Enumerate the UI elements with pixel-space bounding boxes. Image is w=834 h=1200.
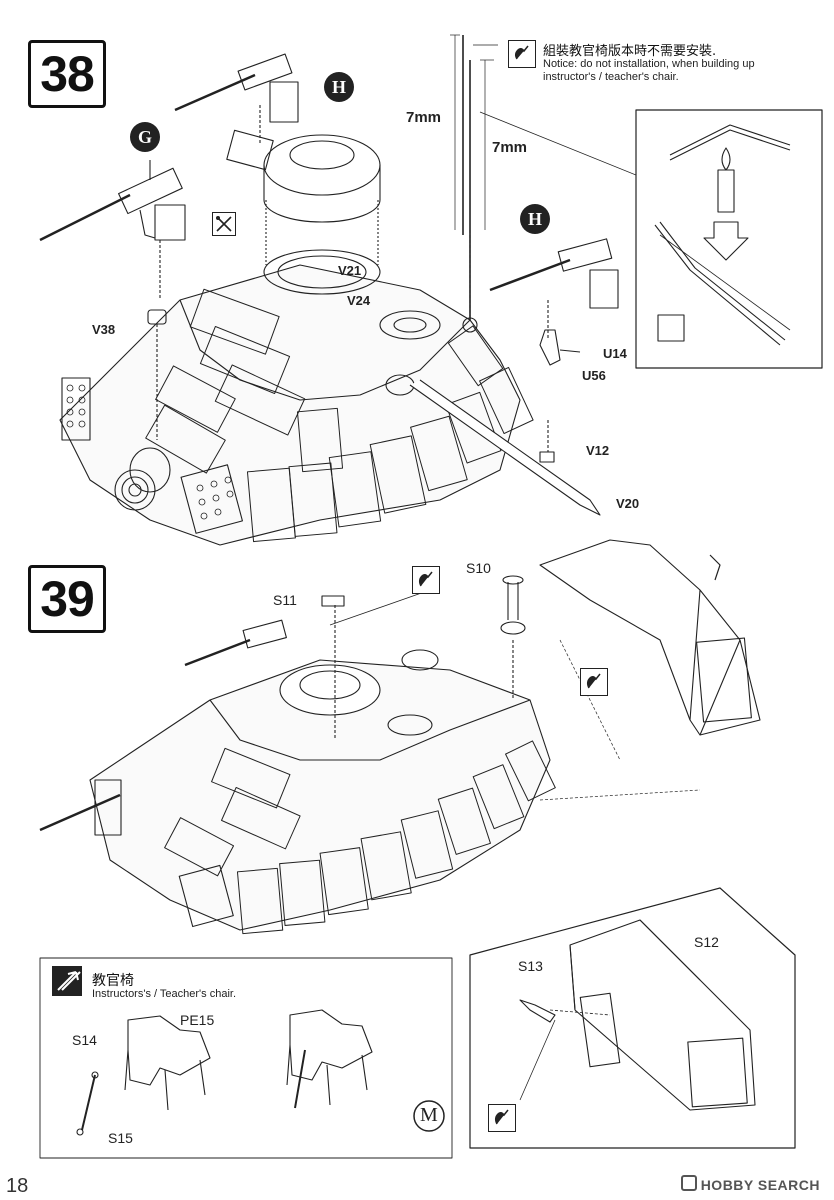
- glue-icon: [508, 40, 536, 68]
- watermark-icon: [680, 1175, 697, 1191]
- cut-detail-inset: [479, 109, 823, 369]
- notice-zh: 組裝教官椅版本時不需要安裝.: [543, 44, 717, 59]
- glue-icon-s39-top: [412, 566, 440, 594]
- chair-title-en: Instructors's / Teacher's chair.: [92, 988, 236, 1000]
- chair-title-icon: [52, 966, 82, 996]
- s10-part: [500, 575, 526, 700]
- part-s13: S13: [518, 958, 543, 974]
- step-38-box: 38: [28, 40, 106, 108]
- part-v20: V20: [616, 496, 640, 511]
- part-s11: S11: [273, 592, 297, 608]
- s12-bin: [539, 539, 761, 801]
- dim-7mm-1: 7mm: [406, 109, 442, 126]
- cut-icon: [212, 212, 236, 236]
- watermark-text: HOBBY SEARCH: [700, 1177, 820, 1193]
- mg-h-right: [489, 238, 619, 340]
- part-pe15: PE15: [180, 1012, 215, 1028]
- mg-g: [39, 160, 186, 300]
- step-39-number: 39: [40, 571, 95, 627]
- callout-g: G: [130, 122, 160, 152]
- part-s12: S12: [694, 934, 719, 950]
- part-v12: V12: [586, 443, 610, 458]
- notice-en-line2: instructor's / teacher's chair.: [543, 71, 679, 83]
- callout-h-right: H: [520, 204, 550, 234]
- step-39-box: 39: [28, 565, 106, 633]
- part-s14: S14: [72, 1032, 97, 1048]
- step-38-number: 38: [40, 46, 95, 102]
- option-marker-m: M: [420, 1104, 438, 1126]
- part-u14: U14: [603, 346, 627, 361]
- part-v38: V38: [92, 322, 116, 337]
- part-s10: S10: [466, 560, 491, 576]
- chair-box: [39, 957, 453, 1159]
- notice-en-line1: Notice: do not installation, when buildi…: [543, 58, 755, 70]
- mg-h-top: [174, 53, 299, 171]
- glue-icon-inset: [488, 1104, 516, 1132]
- part-u56: U56: [582, 368, 606, 383]
- glue-icon-s39-right: [580, 668, 608, 696]
- part-v24: V24: [347, 293, 371, 308]
- watermark: HOBBY SEARCH: [680, 1175, 820, 1193]
- part-s15: S15: [108, 1130, 133, 1146]
- callout-h-top: H: [324, 72, 354, 102]
- antennas: [450, 34, 498, 333]
- s12-inset: [469, 887, 796, 1149]
- step39-turret: [39, 589, 556, 935]
- step38-turret: [59, 134, 601, 546]
- part-v21: V21: [338, 263, 362, 278]
- chair-title-zh: 教官椅: [92, 973, 134, 989]
- page-number: 18: [6, 1175, 29, 1197]
- dim-7mm-2: 7mm: [492, 139, 528, 156]
